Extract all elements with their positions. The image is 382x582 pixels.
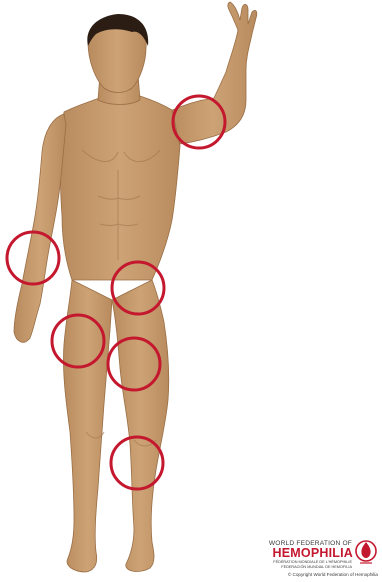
human-figure [14, 2, 257, 572]
torso [60, 96, 180, 280]
hemophilia-emblem-icon [354, 538, 378, 568]
logo-sub-spanish: FEDERACIÓN MUNDIAL DE HEMOFILIA [281, 565, 352, 569]
wfh-logo: WORLD FEDERATION OF HEMOPHILIA FÉDÉRATIO… [262, 528, 380, 580]
right-leg [112, 280, 169, 571]
hanging-arm [14, 114, 66, 342]
left-leg [63, 280, 112, 572]
logo-sub-french: FÉDÉRATION MONDIALE DE L'HÉMOPHILIE [273, 560, 352, 564]
raised-arm [168, 2, 257, 144]
logo-name: HEMOPHILIA [273, 546, 353, 560]
logo-copyright: © Copyright World Federation of Hemophil… [288, 572, 378, 577]
